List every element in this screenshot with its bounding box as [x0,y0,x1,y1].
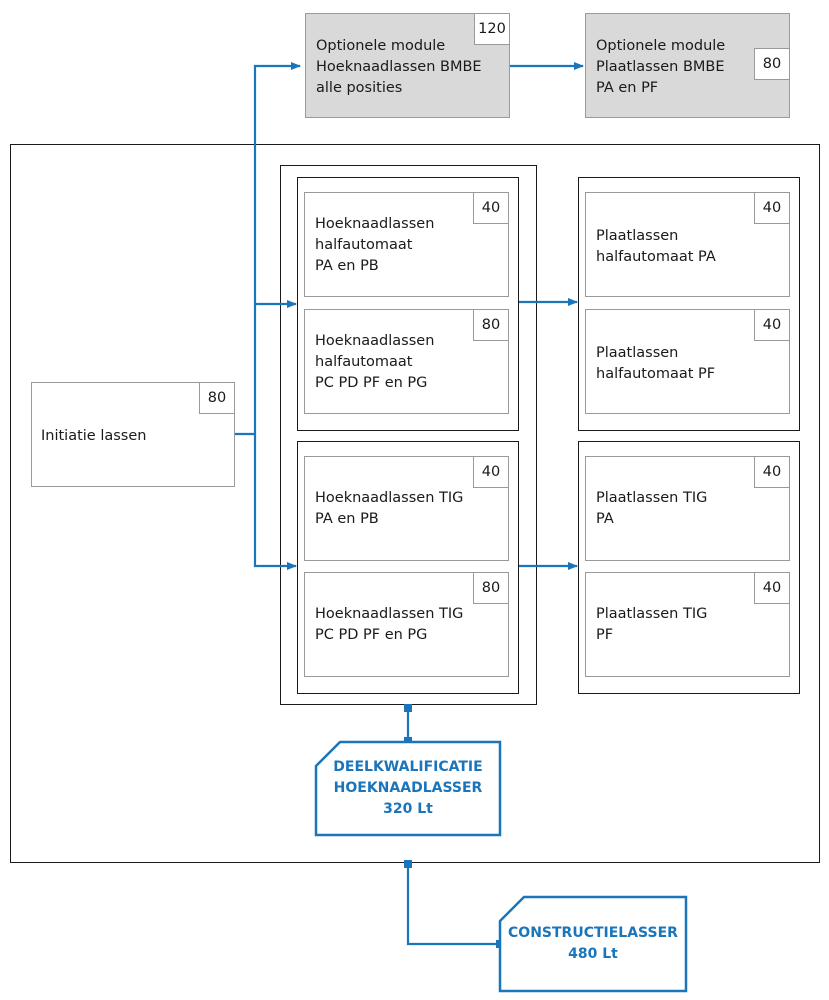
module-label: Plaatlassen halfautomaat PF [596,345,716,382]
plate-mig-frame [578,177,800,431]
module-label: Hoeknaadlassen halfautomaat PA en PB [315,216,435,274]
module-fillet-mig-pc-pd-pf-pg[interactable]: Hoeknaadlassen halfautomaat PC PD PF en … [304,309,509,414]
module-label: Initiatie lassen [41,428,147,444]
module-label: Plaatlassen TIG PF [596,606,708,643]
module-label: Plaatlassen halfautomaat PA [596,228,716,265]
module-plate-mig-pf[interactable]: Plaatlassen halfautomaat PF 40 [585,309,790,414]
module-label: Hoeknaadlassen TIG PC PD PF en PG [315,606,464,643]
constructielasser-shape [498,895,688,993]
link-to-constructielasser [406,864,500,946]
module-fillet-mig-pa-pb[interactable]: Hoeknaadlassen halfautomaat PA en PB 40 [304,192,509,297]
module-plate-mig-pa[interactable]: Plaatlassen halfautomaat PA 40 [585,192,790,297]
fillet-mig-frame [297,177,519,431]
deelkwalificatie-shape [314,740,502,837]
module-plate-tig-pf[interactable]: Plaatlassen TIG PF 40 [585,572,790,677]
module-label: Optionele module Hoeknaadlassen BMBE all… [316,38,482,96]
module-label: Plaatlassen TIG PA [596,490,708,527]
module-label: Hoeknaadlassen halfautomaat PC PD PF en … [315,333,435,391]
hours-badge: 40 [754,192,790,224]
hours-badge: 120 [474,13,510,45]
hours-badge: 80 [473,309,509,341]
module-initiatie-lassen[interactable]: Initiatie lassen 80 [31,382,235,487]
hours-badge: 80 [754,48,790,80]
module-plate-tig-pa[interactable]: Plaatlassen TIG PA 40 [585,456,790,561]
module-fillet-tig-pa-pb[interactable]: Hoeknaadlassen TIG PA en PB 40 [304,456,509,561]
hours-badge: 80 [199,382,235,414]
optional-module-fillet-bmbe[interactable]: Optionele module Hoeknaadlassen BMBE all… [305,13,510,118]
module-fillet-tig-pc-pd-pf-pg[interactable]: Hoeknaadlassen TIG PC PD PF en PG 80 [304,572,509,677]
hours-badge: 40 [473,456,509,488]
plate-tig-frame [578,441,800,694]
hours-badge: 80 [473,572,509,604]
arrow-to-fillet-tig [253,434,297,570]
module-label: Optionele module Plaatlassen BMBE PA en … [596,38,726,96]
deelkwalificatie-label: DEELKWALIFICATIE HOEKNAADLASSER 320 Lt [333,759,483,817]
constructielasser-label: CONSTRUCTIELASSER 480 Lt [508,925,678,962]
module-label: Hoeknaadlassen TIG PA en PB [315,490,464,527]
fillet-tig-frame [297,441,519,694]
hours-badge: 40 [754,456,790,488]
main-program-frame [10,144,820,863]
optional-module-plate-bmbe[interactable]: Optionele module Plaatlassen BMBE PA en … [585,13,790,118]
arrow-to-optional-fillet [234,62,301,436]
hours-badge: 40 [754,572,790,604]
hours-badge: 40 [754,309,790,341]
hours-badge: 40 [473,192,509,224]
